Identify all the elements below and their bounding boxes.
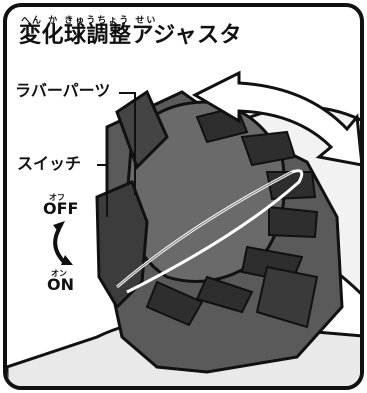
- label-off-ruby: オフ: [49, 193, 65, 202]
- page-title: 変化球調整アジャスタ: [19, 23, 243, 48]
- rubber-part: [115, 89, 169, 170]
- label-on-ruby: オン: [51, 269, 67, 278]
- figure-border: へん か きゅうちょう せい 変化球調整アジャスタ ラバーパーツ スイッチ オフ…: [3, 3, 364, 390]
- label-switch: スイッチ: [17, 154, 82, 173]
- leader-rubber: [119, 92, 136, 195]
- switch-piece: [95, 180, 149, 310]
- leader-switch: [97, 164, 108, 217]
- rotate-arrow-icon: [191, 70, 360, 167]
- toggle-arrow-icon: [53, 228, 67, 265]
- label-off: OFF: [43, 199, 79, 218]
- illustration: [7, 70, 360, 386]
- title-ruby: へん か きゅうちょう せい: [21, 16, 158, 26]
- label-on: ON: [47, 275, 74, 294]
- label-rubber-parts: ラバーパーツ: [15, 81, 111, 100]
